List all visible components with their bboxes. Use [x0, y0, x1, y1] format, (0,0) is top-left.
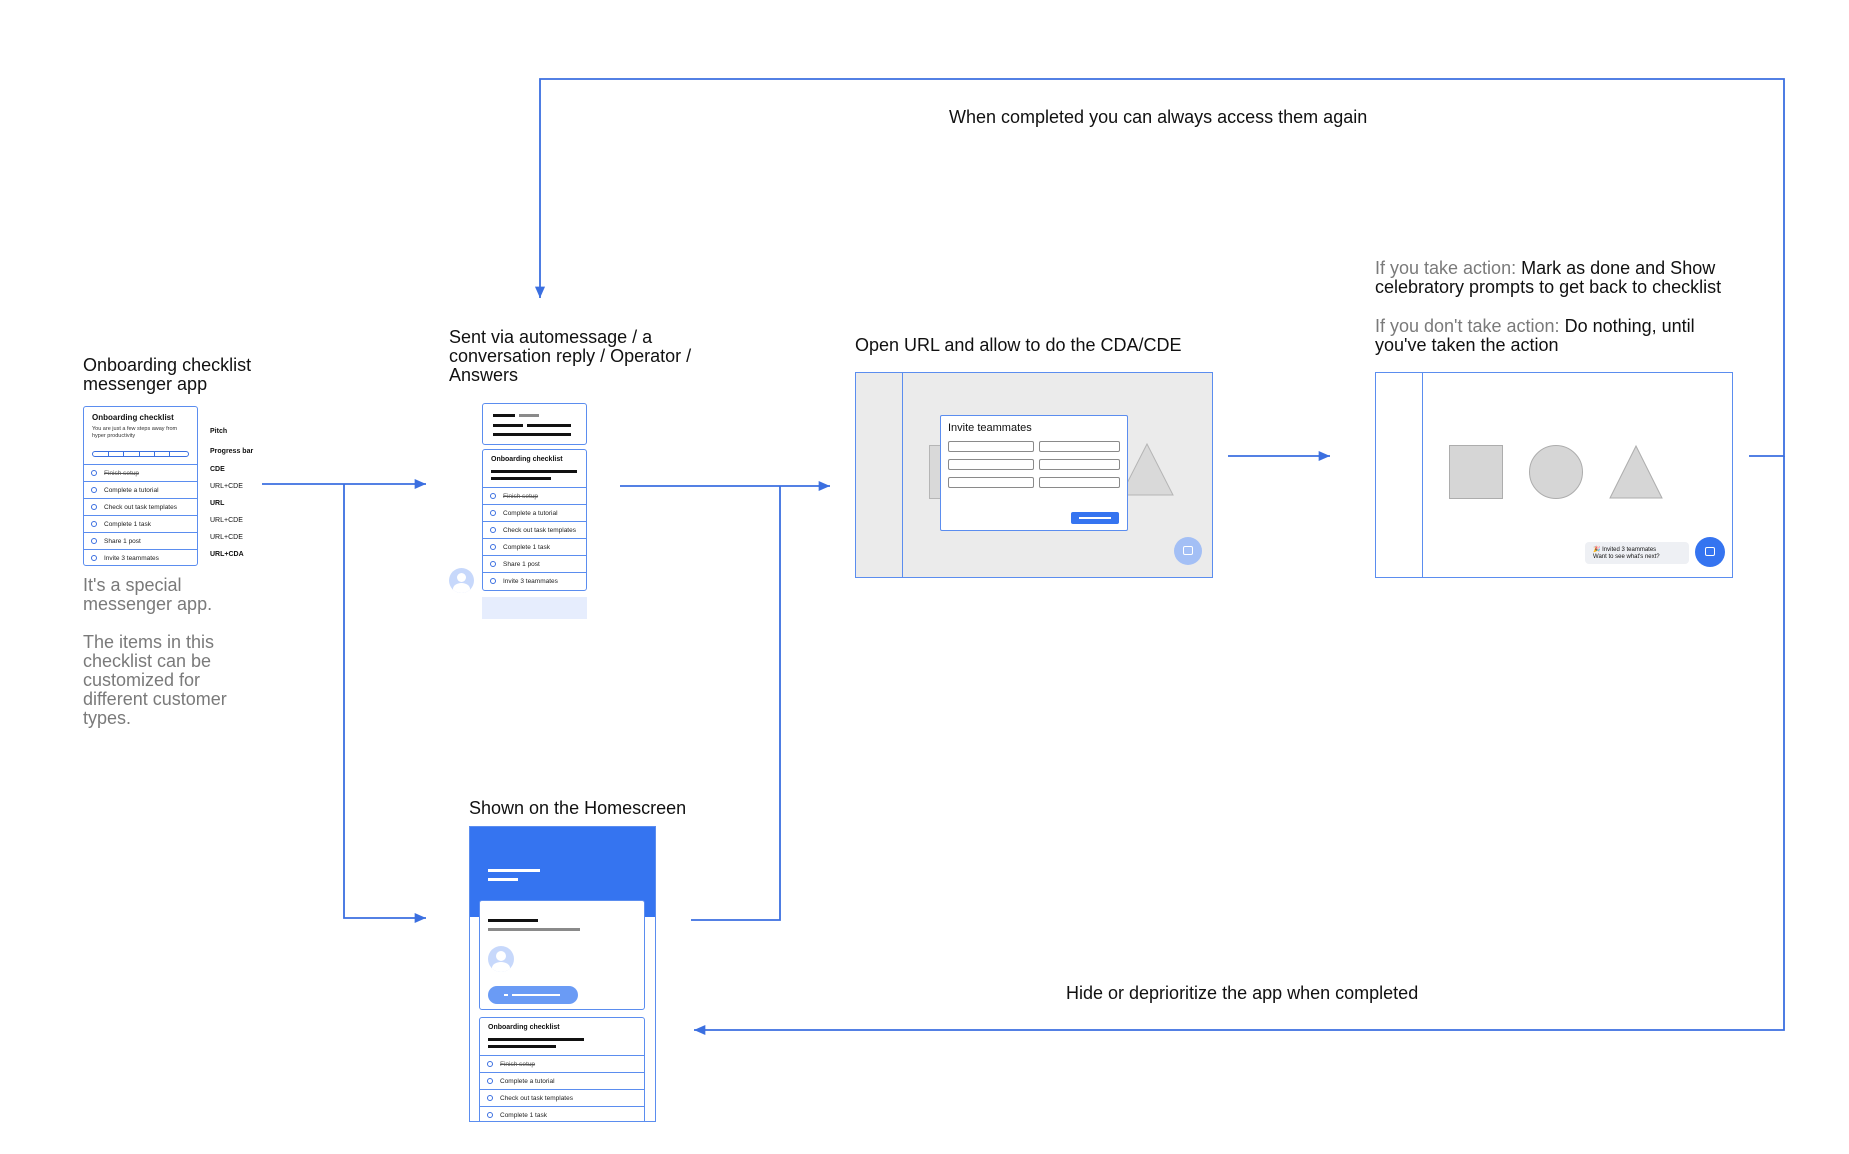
checklist-item[interactable]: Complete a tutorial [483, 504, 586, 522]
side-label: URL+CDE [210, 483, 243, 490]
col1-desc-2: The items in this checklist can be custo… [83, 632, 227, 728]
avatar [488, 946, 514, 972]
home-message-card [479, 900, 645, 1010]
message-preview-card [482, 403, 587, 445]
invite-field[interactable] [1039, 477, 1120, 488]
col4-take-action: If you take action: Mark as done and Sho… [1375, 258, 1722, 297]
checklist-item[interactable]: Finish setup [84, 464, 197, 482]
invite-field[interactable] [948, 441, 1034, 452]
triangle-shape [1120, 442, 1174, 496]
homescreen-mockup: Onboarding checklist Finish setup Comple… [469, 826, 656, 1122]
modal-title: Invite teammates [948, 422, 1032, 434]
celebration-toast[interactable]: 🎉 Invited 3 teammates Want to see what's… [1585, 542, 1689, 564]
checklist-item[interactable]: Share 1 post [84, 532, 197, 550]
toast-line-2: Want to see what's next? [1593, 554, 1660, 560]
invite-field[interactable] [948, 477, 1034, 488]
col2-title: Sent via automessage / a conversation re… [449, 327, 692, 385]
checklist-item[interactable]: Invite 3 teammates [483, 572, 586, 591]
checklist-item[interactable]: Complete a tutorial [480, 1072, 644, 1090]
arrow-home-to-url [691, 486, 781, 921]
side-label: URL+CDA [210, 551, 244, 558]
checklist-item[interactable]: Finish setup [480, 1055, 644, 1073]
triangle-shape [1609, 444, 1663, 499]
checklist-card-main: Onboarding checklist You are just a few … [83, 406, 198, 566]
checklist-title: Onboarding checklist [491, 456, 563, 463]
side-label: URL [210, 500, 225, 507]
invite-field[interactable] [948, 459, 1034, 470]
side-label: Pitch [210, 428, 228, 435]
square-shape [1449, 445, 1503, 499]
checklist-item[interactable]: Complete 1 task [84, 515, 197, 533]
messenger-launcher-icon[interactable] [1174, 537, 1202, 565]
reply-composer-placeholder [482, 597, 587, 619]
checklist-item[interactable]: Complete 1 task [483, 538, 586, 556]
checklist-card-sent: Onboarding checklist Finish setup Comple… [482, 449, 587, 591]
arrow-loop-top [534, 78, 1785, 457]
toast-line-1: 🎉 Invited 3 teammates [1593, 547, 1657, 553]
checklist-subtitle: You are just a few steps away from hyper… [92, 426, 178, 439]
invite-field[interactable] [1039, 441, 1120, 452]
bottom-loop-label: Hide or deprioritize the app when comple… [1066, 983, 1419, 1003]
checklist-item[interactable]: Invite 3 teammates [84, 549, 197, 567]
home-checklist-card: Onboarding checklist Finish setup Comple… [479, 1017, 645, 1121]
side-label: URL+CDE [210, 517, 243, 524]
col4-no-action: If you don't take action: Do nothing, un… [1375, 316, 1695, 355]
avatar [449, 568, 474, 593]
checklist-item[interactable]: Share 1 post [483, 555, 586, 573]
checklist-item[interactable]: Check out task templates [480, 1089, 644, 1107]
app-window-celebrate: 🎉 Invited 3 teammates Want to see what's… [1375, 372, 1733, 578]
arrow-to-home [343, 484, 426, 924]
side-label: URL+CDE [210, 534, 243, 541]
side-label: CDE [210, 466, 225, 473]
col1-title: Onboarding checklist messenger app [83, 355, 252, 394]
progress-bar [92, 451, 189, 457]
col3-title: Open URL and allow to do the CDA/CDE [855, 335, 1182, 355]
home-title: Shown on the Homescreen [469, 798, 687, 818]
app-window-mockup: Invite teammates [855, 372, 1213, 578]
home-cta-button[interactable] [488, 986, 578, 1004]
invite-field[interactable] [1039, 459, 1120, 470]
arrow-loop-bottom [694, 456, 1785, 1036]
invite-modal: Invite teammates [940, 415, 1128, 531]
checklist-title: Onboarding checklist [488, 1024, 560, 1031]
checklist-item[interactable]: Check out task templates [84, 498, 197, 516]
messenger-launcher-icon[interactable] [1695, 537, 1725, 567]
invite-submit-button[interactable] [1071, 512, 1119, 524]
checklist-item[interactable]: Check out task templates [483, 521, 586, 539]
checklist-title: Onboarding checklist [92, 413, 174, 422]
checklist-item[interactable]: Complete 1 task [480, 1106, 644, 1121]
checklist-item[interactable]: Complete a tutorial [84, 481, 197, 499]
col1-desc-1: It's a special messenger app. [83, 575, 213, 614]
app-sidebar-divider [1422, 373, 1423, 577]
app-sidebar-divider [902, 373, 903, 577]
top-loop-label: When completed you can always access the… [949, 107, 1368, 127]
circle-shape [1529, 445, 1583, 499]
checklist-item[interactable]: Finish setup [483, 487, 586, 505]
side-label: Progress bar [210, 448, 254, 455]
